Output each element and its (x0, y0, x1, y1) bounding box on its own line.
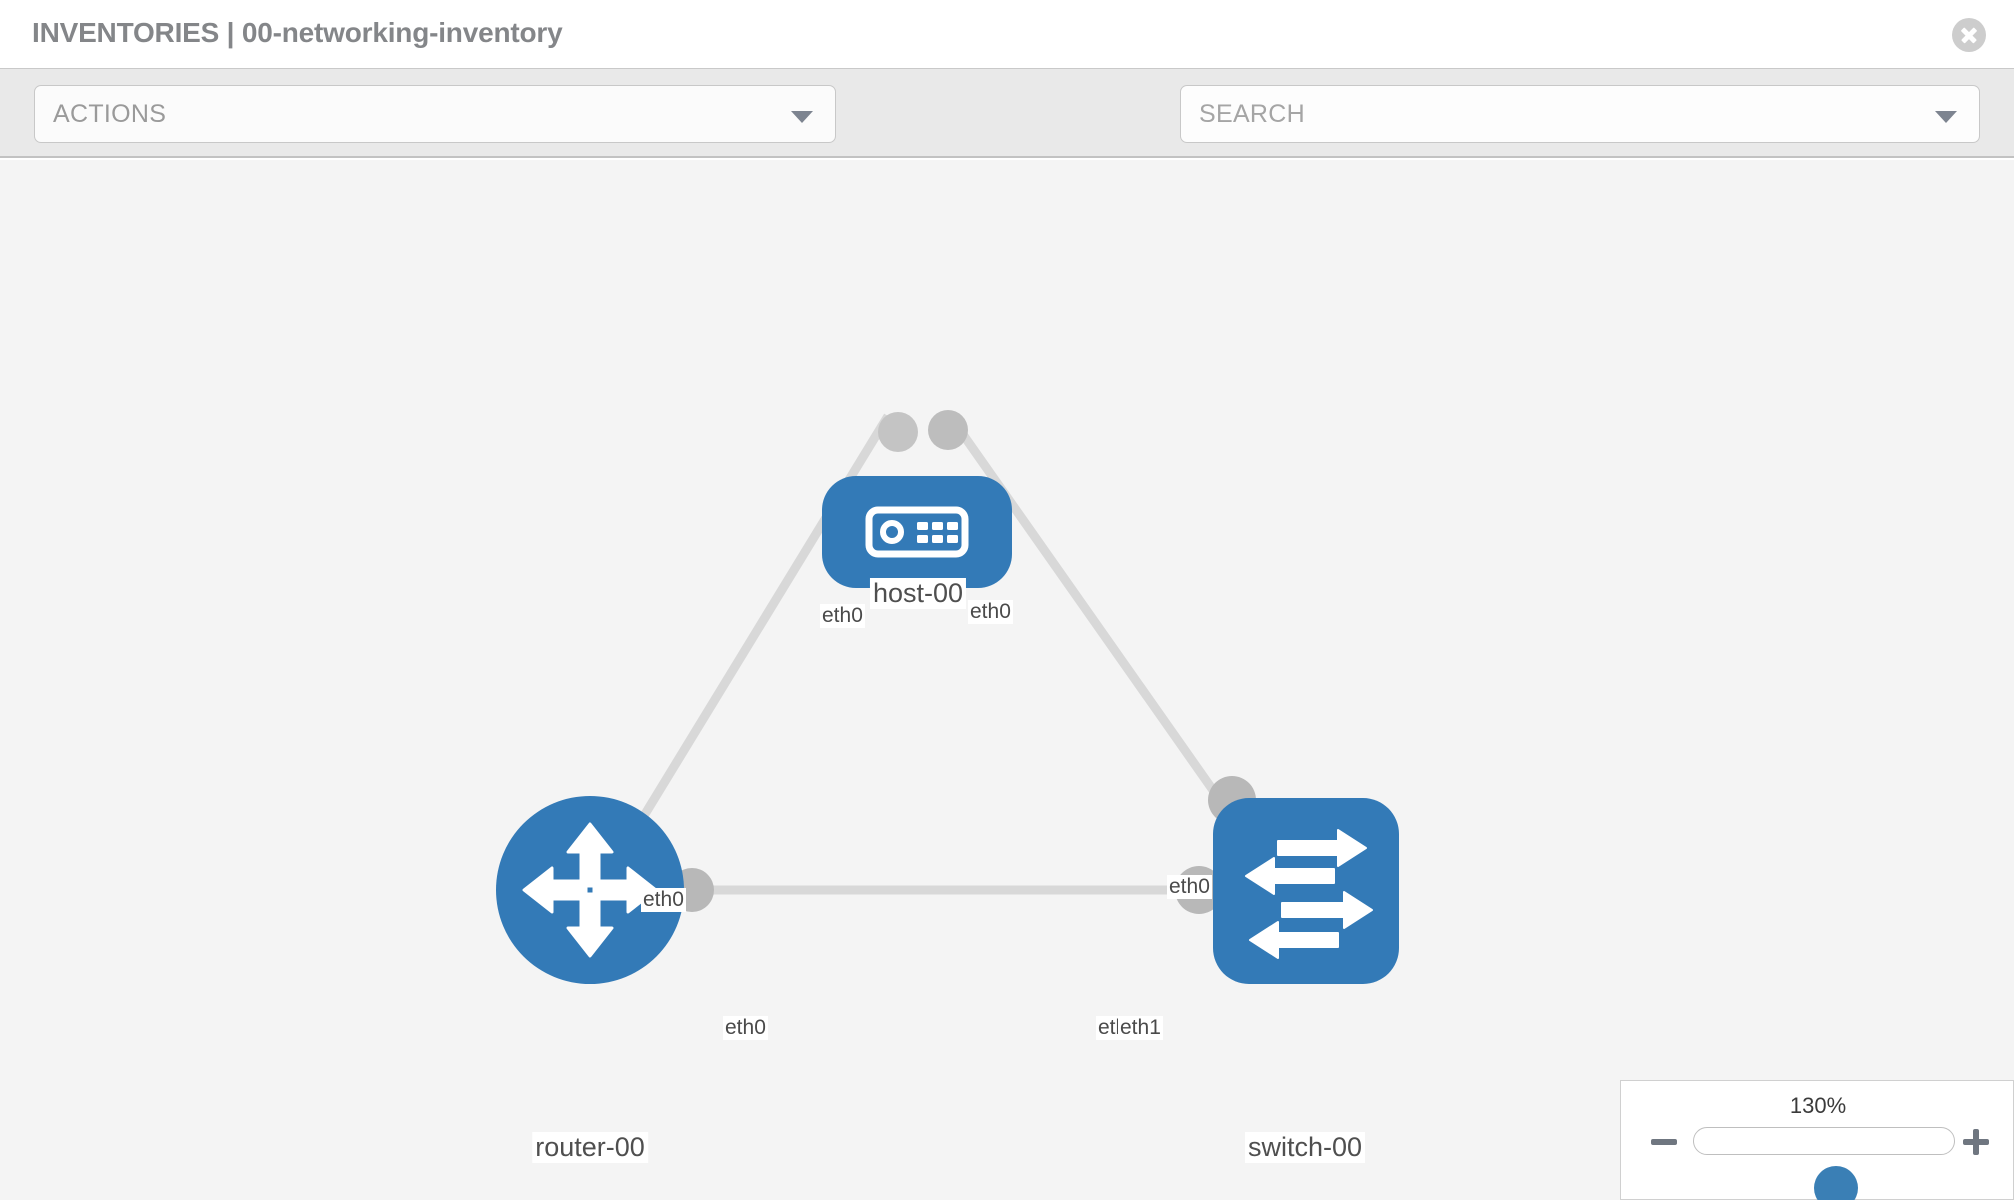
search-placeholder: SEARCH (1199, 100, 1305, 128)
chevron-down-icon (791, 111, 813, 123)
node-router-00[interactable] (496, 796, 684, 984)
zoom-out-button[interactable] (1651, 1139, 1677, 1145)
zoom-control-panel: 130% (1620, 1080, 2014, 1200)
topology-graph (496, 410, 1399, 984)
connector-dot (928, 410, 968, 450)
iface-label-switch-router: eth1 (1118, 1016, 1163, 1040)
search-input[interactable]: SEARCH (1180, 85, 1980, 143)
zoom-in-button[interactable] (1963, 1129, 1989, 1155)
node-label-host-00: host-00 (869, 578, 967, 609)
node-host-00[interactable] (822, 476, 1012, 588)
topology-canvas[interactable]: host-00 router-00 switch-00 eth0 eth0 et… (0, 160, 2014, 1200)
iface-label-router-switch: eth0 (723, 1016, 768, 1040)
close-icon[interactable] (1952, 18, 1986, 52)
iface-label-host-router: eth0 (820, 604, 865, 628)
iface-label-switch-host: eth0 (1167, 875, 1212, 899)
connector-dot (878, 412, 918, 452)
page-title: INVENTORIES | 00-networking-inventory (32, 17, 563, 48)
iface-label-router-host: eth0 (641, 888, 686, 912)
node-label-router-00: router-00 (532, 1132, 648, 1163)
zoom-percent-label: 130% (1789, 1093, 1847, 1118)
zoom-slider-thumb[interactable] (1814, 1166, 1858, 1200)
toolbar: ACTIONS SEARCH (0, 68, 2014, 200)
zoom-slider-track[interactable] (1693, 1127, 1955, 1200)
actions-dropdown-label: ACTIONS (53, 100, 167, 128)
iface-label-host-switch: eth0 (968, 600, 1013, 624)
chevron-down-icon[interactable] (1935, 111, 1957, 123)
node-label-switch-00: switch-00 (1244, 1132, 1366, 1163)
link-host-switch (946, 413, 1252, 843)
page-header: INVENTORIES | 00-networking-inventory (0, 0, 2014, 68)
actions-dropdown[interactable]: ACTIONS (34, 85, 836, 143)
node-switch-00[interactable] (1213, 798, 1399, 984)
